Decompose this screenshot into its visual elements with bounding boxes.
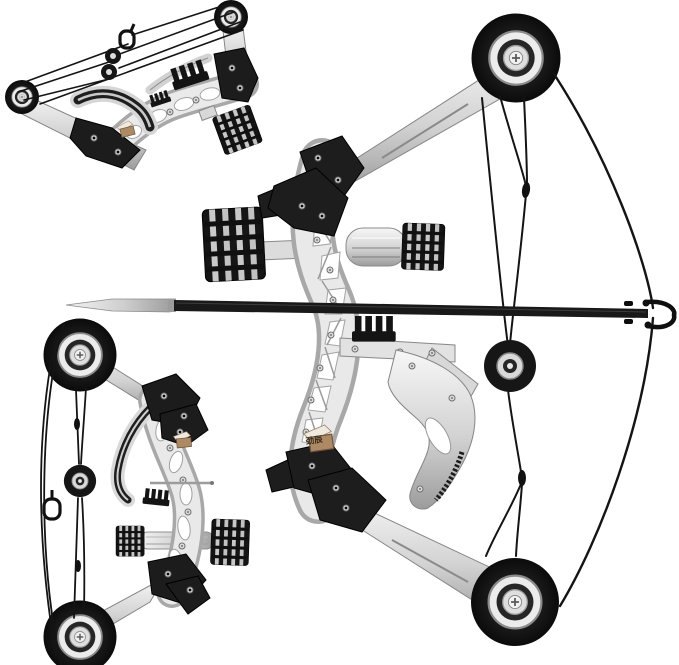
bottom-cam-wheel [469, 556, 561, 648]
brand-tag: 劲辰 [302, 423, 335, 453]
pistol-grip [387, 349, 476, 510]
grip-texture [434, 451, 465, 502]
bowstrings [13, 5, 244, 105]
arrow [65, 298, 677, 330]
limb-pocket-right [213, 47, 259, 103]
main-bow-front-view: 劲辰 [201, 12, 655, 648]
yoke-rollers [101, 48, 121, 80]
stabilizer-rod [198, 104, 218, 122]
front-weight-stack [115, 525, 145, 557]
arrow-nock [624, 301, 633, 324]
string-hook [42, 490, 62, 521]
string-knot [75, 560, 81, 572]
upper-limb-pocket [257, 135, 365, 237]
cable-roller [483, 339, 537, 393]
lower-limb-pocket [265, 441, 387, 533]
grip [70, 85, 158, 135]
d-loop [642, 299, 677, 330]
top-cam-wheel [42, 317, 118, 393]
string-knot [518, 470, 526, 486]
arrow-shaft-highlight [175, 302, 647, 313]
arrow-shaft [174, 300, 648, 318]
grip [110, 401, 157, 507]
rear-weight-stack [210, 518, 251, 566]
arrow-collar [168, 298, 176, 312]
upper-limb-pocket [141, 373, 209, 447]
bowstrings [481, 72, 655, 608]
brand-tag-text: 劲辰 [305, 434, 324, 447]
limb-pocket-left [69, 117, 141, 169]
bowstrings [40, 323, 87, 665]
bow-upright-profile-view [40, 317, 251, 665]
string-knot [74, 418, 80, 430]
top-cam-wheel [470, 12, 562, 104]
bow-angled-top-view [4, 0, 264, 171]
rear-stabilizer [345, 222, 446, 271]
lower-limb-pocket [147, 553, 211, 615]
string-knot [521, 182, 531, 198]
sight-pin-tip [210, 481, 214, 485]
idler-roller [63, 464, 97, 498]
string-hook [118, 23, 136, 50]
